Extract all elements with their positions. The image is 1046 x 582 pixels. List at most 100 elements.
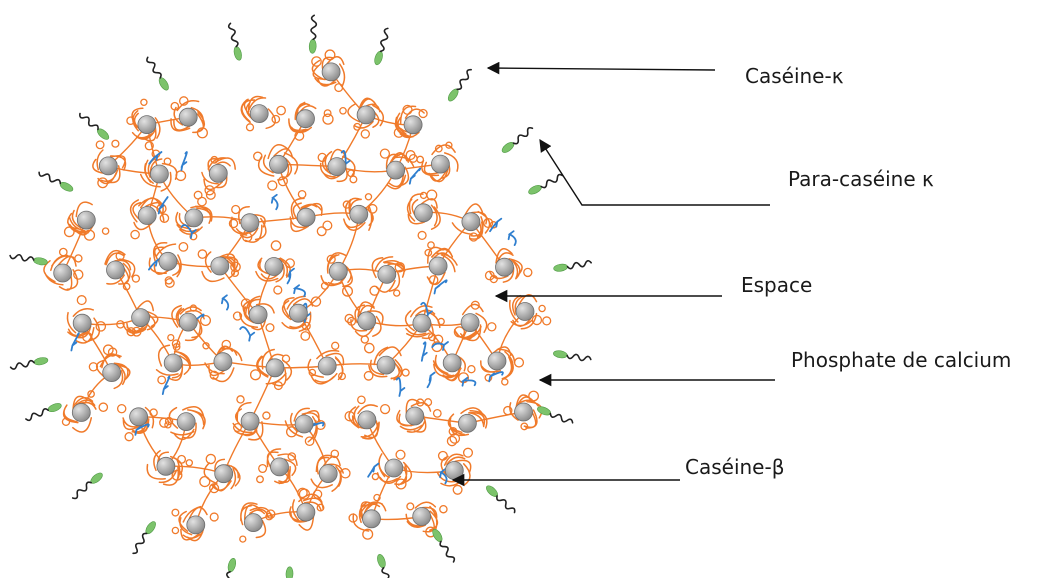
casein-strand bbox=[148, 242, 182, 278]
beta-casein-fragment bbox=[420, 341, 428, 362]
casein-loop bbox=[371, 472, 380, 481]
casein-loop bbox=[171, 526, 180, 535]
label-space: Espace bbox=[741, 273, 813, 297]
casein-strand bbox=[131, 107, 161, 142]
casein-loop bbox=[76, 295, 87, 306]
casein-strand bbox=[311, 56, 346, 87]
calcium-phosphate-nanocluster bbox=[240, 411, 260, 431]
casein-loop bbox=[360, 129, 371, 139]
casein-loop bbox=[340, 468, 351, 479]
casein-loop bbox=[394, 261, 406, 273]
casein-loop bbox=[501, 378, 509, 386]
calcium-phosphate-nanocluster bbox=[356, 105, 376, 125]
calcium-phosphate-nanocluster bbox=[412, 507, 432, 526]
casein-loop bbox=[116, 403, 127, 414]
casein-loop bbox=[542, 316, 552, 326]
casein-loop bbox=[164, 276, 173, 285]
para-kappa-casein-segment bbox=[233, 46, 242, 61]
beta-casein-fragment bbox=[70, 332, 80, 352]
casein-strand bbox=[289, 493, 324, 531]
calcium-phosphate-nanocluster bbox=[102, 363, 122, 383]
calcium-phosphate-nanocluster bbox=[318, 464, 338, 484]
casein-loop bbox=[294, 130, 305, 141]
casein-loop bbox=[316, 226, 327, 237]
beta-casein-fragment bbox=[433, 279, 448, 295]
casein-loop bbox=[339, 106, 347, 115]
calcium-phosphate-nanocluster bbox=[413, 203, 433, 223]
kappa-casein-hair bbox=[132, 532, 148, 555]
para-kappa-casein-segment bbox=[227, 557, 237, 573]
casein-loop bbox=[131, 326, 142, 337]
kappa-casein-hair bbox=[310, 14, 318, 41]
casein-loop bbox=[242, 231, 253, 243]
casein-loop bbox=[437, 450, 448, 461]
casein-loop bbox=[140, 98, 148, 107]
calcium-phosphate-nanocluster bbox=[457, 413, 477, 433]
beta-casein-fragment bbox=[507, 230, 517, 246]
calcium-phosphate-nanocluster bbox=[264, 257, 284, 276]
casein-loop bbox=[357, 395, 366, 405]
casein-loop bbox=[231, 204, 241, 215]
kappa-casein-hair bbox=[79, 112, 99, 131]
casein-loop bbox=[197, 196, 207, 207]
casein-loop bbox=[468, 232, 479, 242]
casein-strand bbox=[453, 303, 488, 342]
kappa-casein-hair bbox=[9, 253, 35, 262]
calcium-phosphate-nanocluster bbox=[129, 407, 149, 427]
para-kappa-casein-segment bbox=[33, 357, 49, 366]
beta-casein-fragment bbox=[157, 196, 169, 215]
casein-loop bbox=[448, 426, 458, 436]
beta-casein-fragment bbox=[148, 151, 163, 165]
casein-loop bbox=[170, 101, 180, 111]
casein-strand bbox=[447, 407, 488, 437]
calcium-phosphate-nanocluster bbox=[98, 156, 118, 176]
casein-loop bbox=[199, 314, 212, 327]
beta-casein-fragment bbox=[395, 377, 406, 397]
casein-loop bbox=[115, 251, 125, 261]
casein-loop bbox=[98, 402, 109, 412]
casein-loop bbox=[311, 56, 322, 67]
casein-loop bbox=[232, 311, 243, 321]
casein-loop bbox=[236, 395, 245, 404]
kappa-casein-hair bbox=[549, 412, 574, 424]
kappa-casein-hair bbox=[9, 359, 35, 370]
calcium-phosphate-nanocluster bbox=[76, 210, 96, 230]
label-para-kappa-casein: Para-caséine κ bbox=[788, 167, 934, 191]
casein-loop bbox=[131, 274, 141, 283]
para-kappa-casein-segment bbox=[47, 403, 62, 413]
casein-loop bbox=[205, 453, 217, 465]
casein-loop bbox=[426, 189, 438, 201]
beta-casein-fragment bbox=[270, 193, 279, 211]
calcium-phosphate-nanocluster bbox=[178, 107, 198, 127]
calcium-phosphate-nanocluster bbox=[386, 160, 406, 180]
casein-loop bbox=[61, 417, 71, 427]
calcium-phosphate-nanocluster bbox=[444, 461, 464, 480]
beta-casein-fragment bbox=[488, 371, 504, 383]
casein-loop bbox=[419, 191, 428, 200]
casein-loop bbox=[239, 535, 247, 543]
casein-loop bbox=[360, 335, 370, 344]
calcium-phosphate-nanocluster bbox=[248, 305, 268, 325]
calcium-phosphate-nanocluster bbox=[265, 358, 285, 378]
casein-loop bbox=[249, 369, 262, 381]
casein-strand bbox=[289, 197, 323, 233]
beta-casein-fragment bbox=[239, 326, 256, 342]
casein-strand bbox=[310, 454, 344, 492]
casein-loop bbox=[58, 247, 68, 257]
casein-strand bbox=[426, 246, 458, 285]
casein-loop bbox=[262, 411, 271, 420]
casein-strand bbox=[232, 401, 264, 441]
kappa-casein-hair bbox=[439, 540, 456, 563]
casein-loop bbox=[364, 193, 373, 201]
casein-loop bbox=[432, 408, 442, 418]
casein-loop bbox=[308, 368, 317, 377]
beta-casein-fragment bbox=[180, 151, 188, 171]
calcium-phosphate-nanocluster bbox=[137, 115, 157, 134]
para-kappa-casein-segment bbox=[158, 77, 169, 91]
para-kappa-casein-segment bbox=[285, 566, 294, 582]
para-kappa-casein-segment bbox=[553, 350, 568, 359]
casein-loop bbox=[230, 268, 240, 278]
kappa-casein-hair bbox=[25, 408, 49, 422]
casein-loop bbox=[379, 148, 391, 159]
